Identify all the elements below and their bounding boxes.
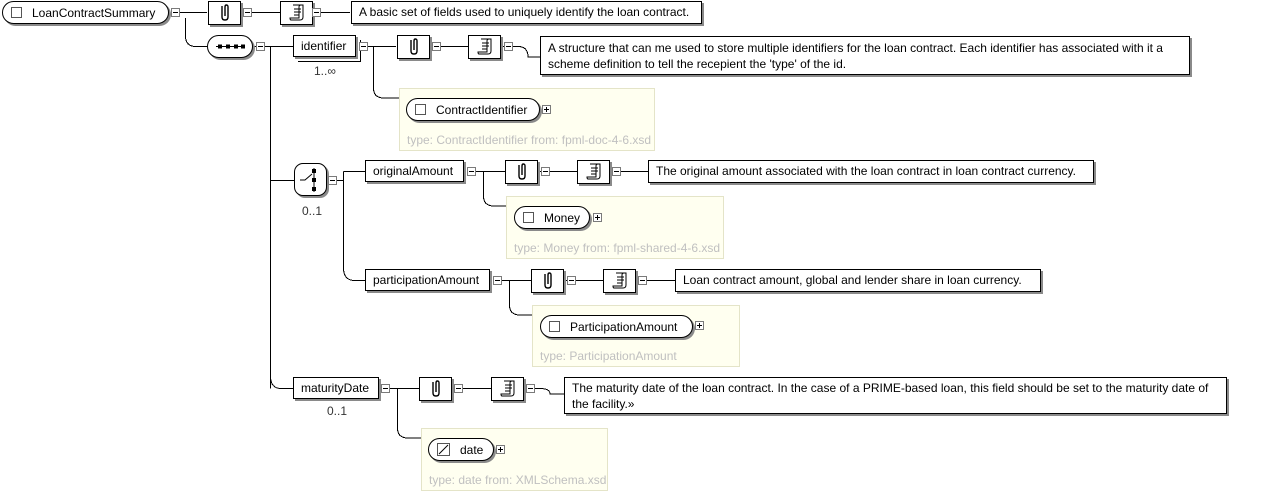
- maturityDate-documentation: The maturity date of the loan contract. …: [564, 377, 1227, 414]
- type-label: ParticipationAmount: [570, 319, 678, 334]
- collapse-toggle[interactable]: [256, 42, 265, 51]
- collapse-toggle[interactable]: [312, 8, 321, 17]
- documentation-text-line1: The maturity date of the loan contract. …: [572, 381, 1209, 395]
- annotation-box[interactable]: [208, 1, 241, 25]
- annotation-box[interactable]: [419, 377, 452, 401]
- type-element[interactable]: Money: [514, 206, 590, 229]
- collapse-toggle[interactable]: [432, 42, 441, 51]
- identifier-element[interactable]: identifier: [293, 35, 356, 57]
- element-icon: [11, 7, 22, 18]
- documentation-scroll-icon: [288, 4, 303, 21]
- documentation-scroll-icon: [611, 272, 626, 289]
- type-label: date: [460, 442, 484, 457]
- documentation-text-line2: the facility.»: [572, 397, 635, 411]
- cardinality-label: 1..∞: [314, 64, 336, 78]
- documentation-box[interactable]: [577, 160, 610, 184]
- documentation-box[interactable]: [491, 377, 524, 401]
- collapse-toggle[interactable]: [541, 167, 550, 176]
- collapse-toggle[interactable]: [171, 8, 180, 17]
- appinfo-icon: [517, 163, 526, 180]
- documentation-box[interactable]: [468, 35, 501, 59]
- collapse-toggle[interactable]: [638, 276, 647, 285]
- annotation-box[interactable]: [505, 160, 538, 184]
- collapse-toggle[interactable]: [467, 167, 476, 176]
- collapse-toggle[interactable]: [612, 167, 621, 176]
- type-element[interactable]: ParticipationAmount: [540, 315, 693, 338]
- collapse-toggle[interactable]: [328, 176, 337, 185]
- type-element[interactable]: date: [428, 438, 494, 461]
- maturityDate-element[interactable]: maturityDate: [293, 377, 379, 399]
- element-label: identifier: [301, 39, 347, 53]
- choice-icon: [300, 168, 316, 192]
- root-element-label: LoanContractSummary: [32, 5, 156, 20]
- collapse-toggle[interactable]: [243, 8, 252, 17]
- element-label: maturityDate: [301, 381, 370, 395]
- expand-toggle[interactable]: [695, 321, 704, 330]
- identifier-documentation: A structure that can me used to store mu…: [540, 36, 1190, 75]
- simple-type-icon: [437, 443, 450, 456]
- collapse-toggle[interactable]: [526, 384, 535, 393]
- documentation-text-line1: A structure that can me used to store mu…: [548, 41, 1163, 55]
- collapse-toggle[interactable]: [493, 276, 502, 285]
- appinfo-icon: [543, 272, 552, 289]
- documentation-text-line2: scheme definition to tell the recepient …: [548, 57, 847, 71]
- root-documentation: A basic set of fields used to uniquely i…: [351, 1, 702, 24]
- participationAmount-element[interactable]: participationAmount: [365, 269, 490, 291]
- type-element[interactable]: ContractIdentifier: [406, 98, 540, 121]
- annotation-box[interactable]: [397, 35, 430, 59]
- originalAmount-documentation: The original amount associated with the …: [648, 160, 1094, 183]
- documentation-text: A basic set of fields used to uniquely i…: [359, 5, 690, 19]
- documentation-text: The original amount associated with the …: [656, 164, 1076, 178]
- cardinality-label: 0..1: [302, 204, 323, 218]
- documentation-box[interactable]: [280, 1, 313, 25]
- type-info-text: type: date from: XMLSchema.xsd: [429, 473, 607, 487]
- collapse-toggle[interactable]: [567, 276, 576, 285]
- documentation-scroll-icon: [585, 163, 600, 180]
- collapse-toggle[interactable]: [381, 384, 390, 393]
- appinfo-icon: [409, 38, 418, 55]
- type-label: ContractIdentifier: [436, 102, 528, 117]
- originalAmount-element[interactable]: originalAmount: [365, 160, 464, 182]
- element-icon: [549, 321, 560, 332]
- participationAmount-documentation: Loan contract amount, global and lender …: [675, 269, 1041, 292]
- element-icon: [415, 104, 426, 115]
- sequence-icon: [216, 44, 245, 49]
- type-info-text: type: ParticipationAmount: [540, 349, 677, 363]
- type-info-text: type: Money from: fpml-shared-4-6.xsd: [514, 241, 721, 255]
- type-label: Money: [544, 210, 581, 225]
- element-label: participationAmount: [373, 273, 480, 287]
- expand-toggle[interactable]: [496, 445, 505, 454]
- documentation-box[interactable]: [603, 269, 636, 293]
- choice-compositor[interactable]: [294, 163, 327, 196]
- element-label: originalAmount: [373, 164, 454, 178]
- collapse-toggle[interactable]: [454, 384, 463, 393]
- expand-toggle[interactable]: [593, 213, 602, 222]
- documentation-scroll-icon: [499, 380, 514, 397]
- annotation-box[interactable]: [531, 269, 564, 293]
- documentation-scroll-icon: [476, 38, 491, 55]
- collapse-toggle[interactable]: [504, 42, 513, 51]
- appinfo-icon: [220, 4, 229, 21]
- root-element[interactable]: LoanContractSummary: [2, 1, 169, 24]
- cardinality-label: 0..1: [327, 404, 348, 418]
- sequence-compositor[interactable]: [207, 35, 253, 58]
- appinfo-icon: [431, 380, 440, 397]
- documentation-text: Loan contract amount, global and lender …: [683, 273, 1022, 287]
- element-icon: [523, 212, 534, 223]
- collapse-toggle[interactable]: [359, 42, 368, 51]
- type-info-text: type: ContractIdentifier from: fpml-doc-…: [407, 133, 652, 147]
- expand-toggle[interactable]: [542, 105, 551, 114]
